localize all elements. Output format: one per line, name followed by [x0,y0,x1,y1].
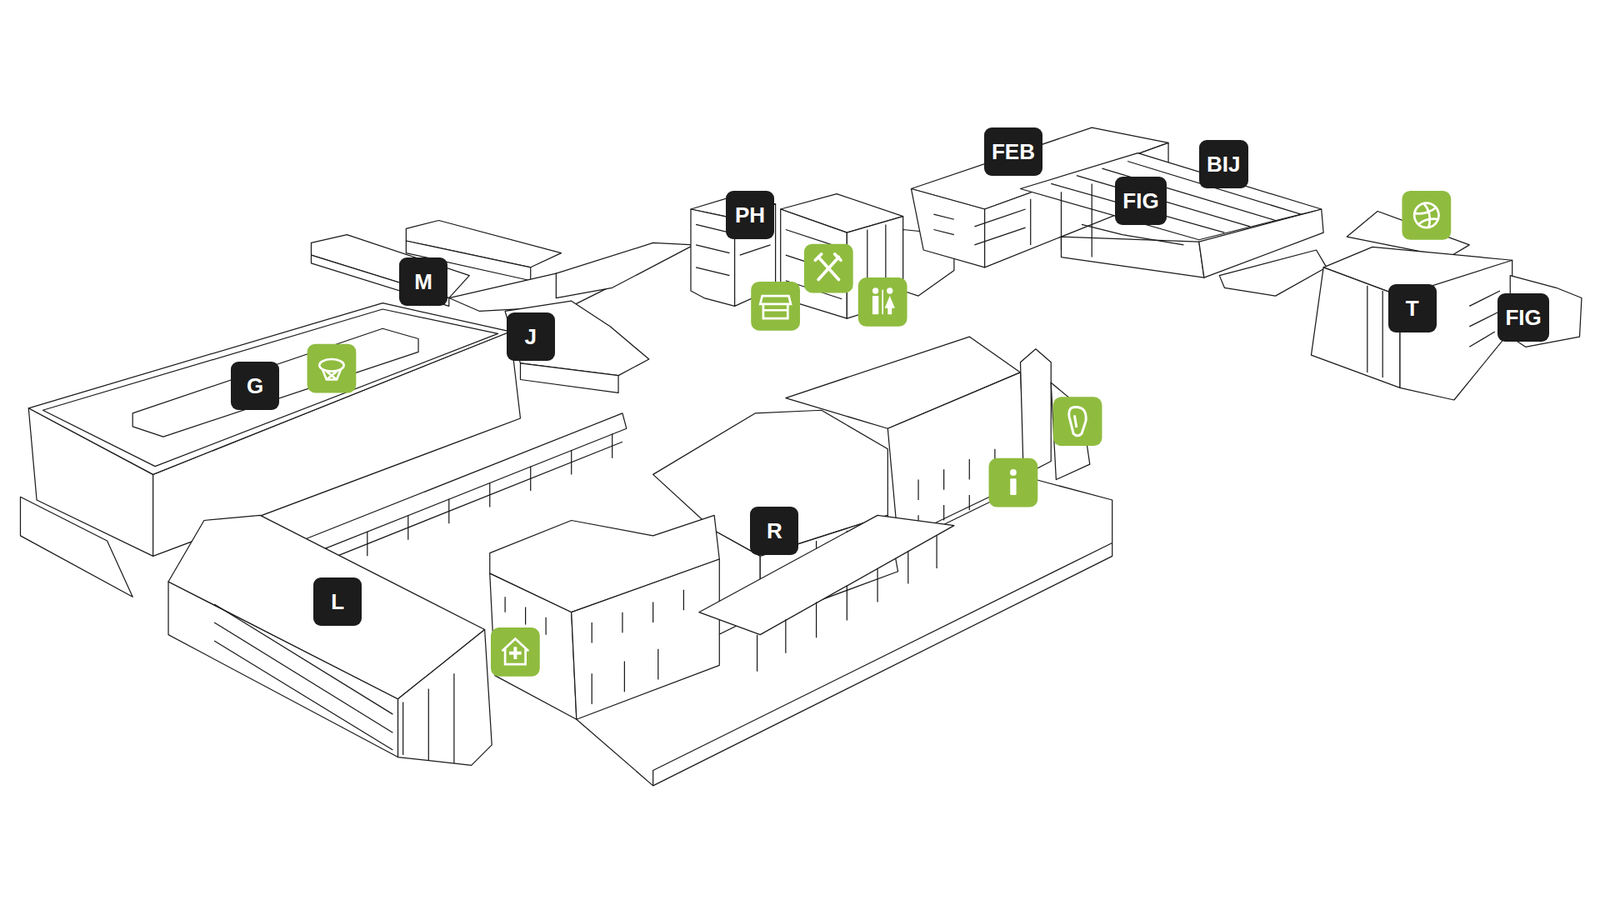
info-icon [989,458,1039,508]
sports-hall-icon [307,344,357,394]
building-label: FIG [1497,293,1550,342]
building-code: PH [735,204,765,226]
building-label: M [399,257,448,306]
restaurant-icon [804,244,854,294]
building-code: R [766,520,783,542]
building-code: M [414,270,433,293]
building-code: G [246,375,264,397]
building-label: PH [725,190,775,240]
building-code: J [525,325,537,348]
shop-icon [750,281,800,331]
building-label: FEB [984,127,1043,176]
building-label: J [506,312,555,361]
building-code: L [330,590,345,613]
building-label: R [750,506,799,555]
building-code: FIG [1505,306,1541,329]
building-code: FEB [991,140,1035,163]
building-label: G [230,361,280,410]
building-code: FIG [1122,190,1159,212]
building-label: T [1388,284,1437,333]
building-label: L [313,577,362,626]
building-outlines [20,127,1581,786]
building-code: BIJ [1206,153,1240,175]
building-label: FIG [1115,176,1167,225]
building-label: BIJ [1199,140,1249,189]
building-code: T [1405,297,1420,320]
facility-icons [307,190,1452,677]
volleyball-icon [1401,190,1451,240]
climbing-icon [1053,396,1103,446]
toilet-icon [858,277,908,327]
health-icon [490,627,540,677]
